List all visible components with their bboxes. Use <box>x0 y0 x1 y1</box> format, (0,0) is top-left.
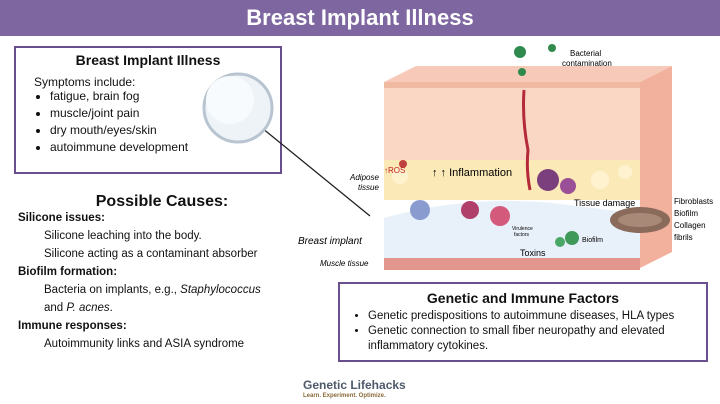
symptoms-intro: Symptoms include: <box>34 75 136 89</box>
biofilm-center-label: Biofilm <box>582 237 603 244</box>
silicone-item-1: Silicone leaching into the body. <box>44 230 202 242</box>
symptom-item: fatigue, brain fog <box>50 88 188 105</box>
breast-implant-label: Breast implant <box>298 236 363 247</box>
collagen-label: Collagen <box>674 221 706 230</box>
genetic-factor-item: Genetic connection to small fiber neurop… <box>368 324 704 354</box>
biofilm-right-label: Biofilm <box>674 209 698 218</box>
immune-cell-icon <box>537 169 559 191</box>
p-acnes-text: P. acnes <box>66 302 110 314</box>
tissue-damage-label: Tissue damage <box>574 198 635 208</box>
page-title: Breast Implant Illness <box>246 5 474 30</box>
skin-layer <box>384 82 640 160</box>
virulence-label-1: Virulence <box>512 226 533 232</box>
bacteria-icon <box>518 68 526 76</box>
skin-wound <box>522 89 532 191</box>
symptom-item: autoimmune development <box>50 139 188 156</box>
fibroblasts-label: Fibroblasts <box>674 197 713 206</box>
contamination-label: contamination <box>562 59 612 68</box>
bacteria-icon <box>548 44 556 52</box>
brand-tagline: Learn. Experiment. Optimize. <box>303 393 386 399</box>
tissue-side-face <box>640 66 672 268</box>
causes-title: Possible Causes: <box>95 193 229 210</box>
fibrils-label: fibrils <box>674 233 693 242</box>
genetic-factors-list: Genetic predispositions to autoimmune di… <box>356 309 704 354</box>
title-bar <box>0 0 720 36</box>
symptom-item: muscle/joint pain <box>50 105 188 122</box>
immune-cell-icon <box>560 178 576 194</box>
inflammation-label: ↑ ↑ Inflammation <box>432 167 512 179</box>
immune-item-1: Autoimmunity links and ASIA syndrome <box>44 338 245 350</box>
adipose-label-1: Adipose <box>349 173 379 182</box>
toxins-label: Toxins <box>520 248 546 258</box>
and-text: and <box>44 302 64 314</box>
genetic-factors-box: Genetic and Immune Factors Genetic predi… <box>338 282 708 362</box>
breast-implant-layer <box>384 201 640 258</box>
bacteria-icon <box>514 46 526 58</box>
symptoms-heading: Breast Implant Illness <box>75 52 221 68</box>
biofilm-text: Bacteria on implants, e.g., <box>44 284 177 296</box>
adipose-label-2: tissue <box>358 183 379 192</box>
ros-molecule-icon <box>399 160 407 168</box>
skin-top-face <box>384 66 672 82</box>
biofilm-icon <box>565 231 579 245</box>
pointer-line <box>261 127 371 217</box>
brand-logo: Genetic Lifehacks <box>303 378 406 392</box>
silicone-item-2: Silicone acting as a contaminant absorbe… <box>44 248 258 260</box>
genetic-factors-title: Genetic and Immune Factors <box>426 290 620 306</box>
muscle-layer <box>384 258 640 270</box>
symptom-item: dry mouth/eyes/skin <box>50 122 188 139</box>
immune-heading: Immune responses: <box>18 320 127 332</box>
biofilm-item-1: Bacteria on implants, e.g., Staphylococc… <box>44 284 261 296</box>
immune-cell-icon <box>461 201 479 219</box>
genetic-factor-item: Genetic predispositions to autoimmune di… <box>368 309 704 324</box>
biofilm-item-2: and P. acnes. <box>44 302 113 314</box>
ros-label: ↑ROS <box>384 166 405 175</box>
macrophage-icon <box>410 200 430 220</box>
muscle-tissue-label: Muscle tissue <box>320 259 369 268</box>
virulence-label-2: factors <box>514 232 530 238</box>
biofilm-heading: Biofilm formation: <box>18 266 118 278</box>
silicone-heading: Silicone issues: <box>18 212 105 224</box>
symptoms-list: fatigue, brain fog muscle/joint pain dry… <box>36 88 188 156</box>
immune-cell-icon <box>490 206 510 226</box>
bacterial-label: Bacterial <box>570 49 601 58</box>
staphylococcus-text: Staphylococcus <box>180 284 261 296</box>
